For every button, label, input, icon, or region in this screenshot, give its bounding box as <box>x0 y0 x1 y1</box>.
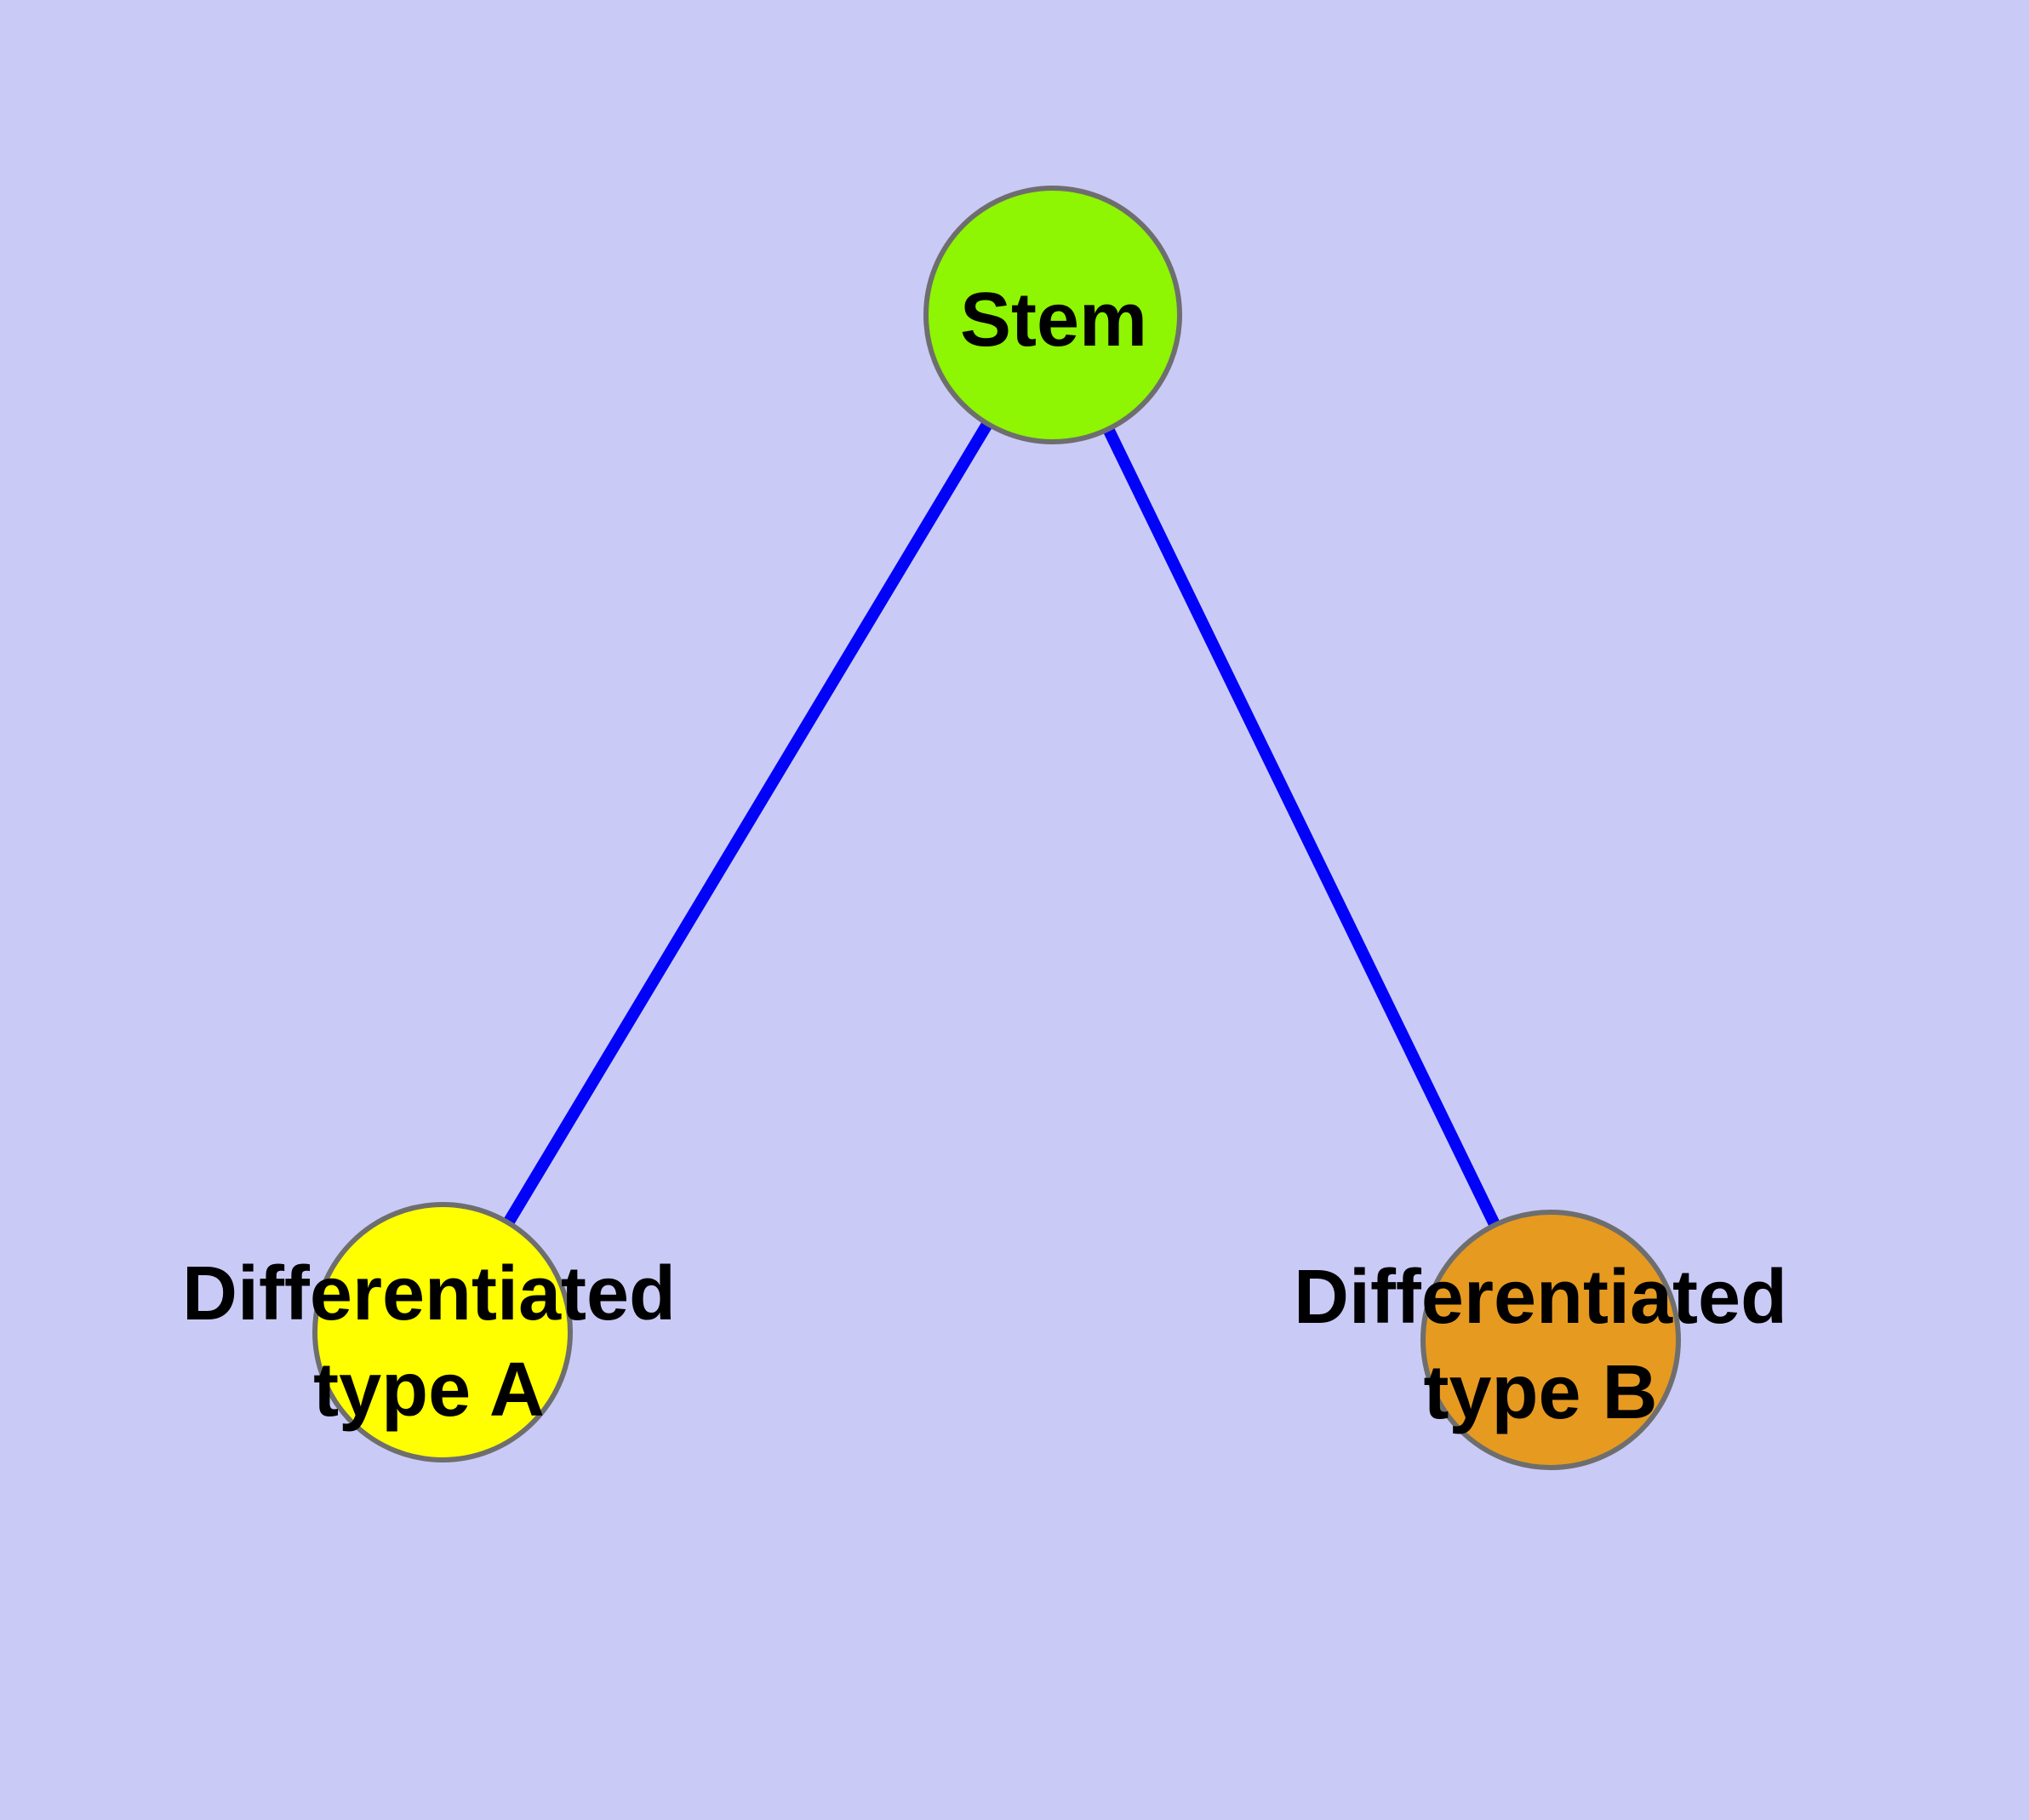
type-b-node-label-line1: Differentiated <box>1294 1255 1787 1340</box>
type-b-node-label-line2: type B <box>1423 1350 1657 1435</box>
type-a-node-label-line1: Differentiated <box>182 1251 676 1336</box>
edge-stem-to-type-b <box>1047 312 1557 1343</box>
type-a-node-label-line2: type A <box>313 1348 545 1433</box>
node-stem: Stem <box>923 186 1182 444</box>
edge-stem-to-type-a <box>437 312 1059 1336</box>
node-differentiated-type-b: Differentiated type B <box>1294 1210 1787 1470</box>
type-b-node-circle <box>1420 1210 1681 1470</box>
node-differentiated-type-a: Differentiated type A <box>182 1202 676 1462</box>
type-a-node-circle <box>312 1202 573 1462</box>
stem-node-circle <box>923 186 1182 444</box>
edge-group <box>437 312 1557 1343</box>
stem-node-label: Stem <box>960 278 1147 363</box>
